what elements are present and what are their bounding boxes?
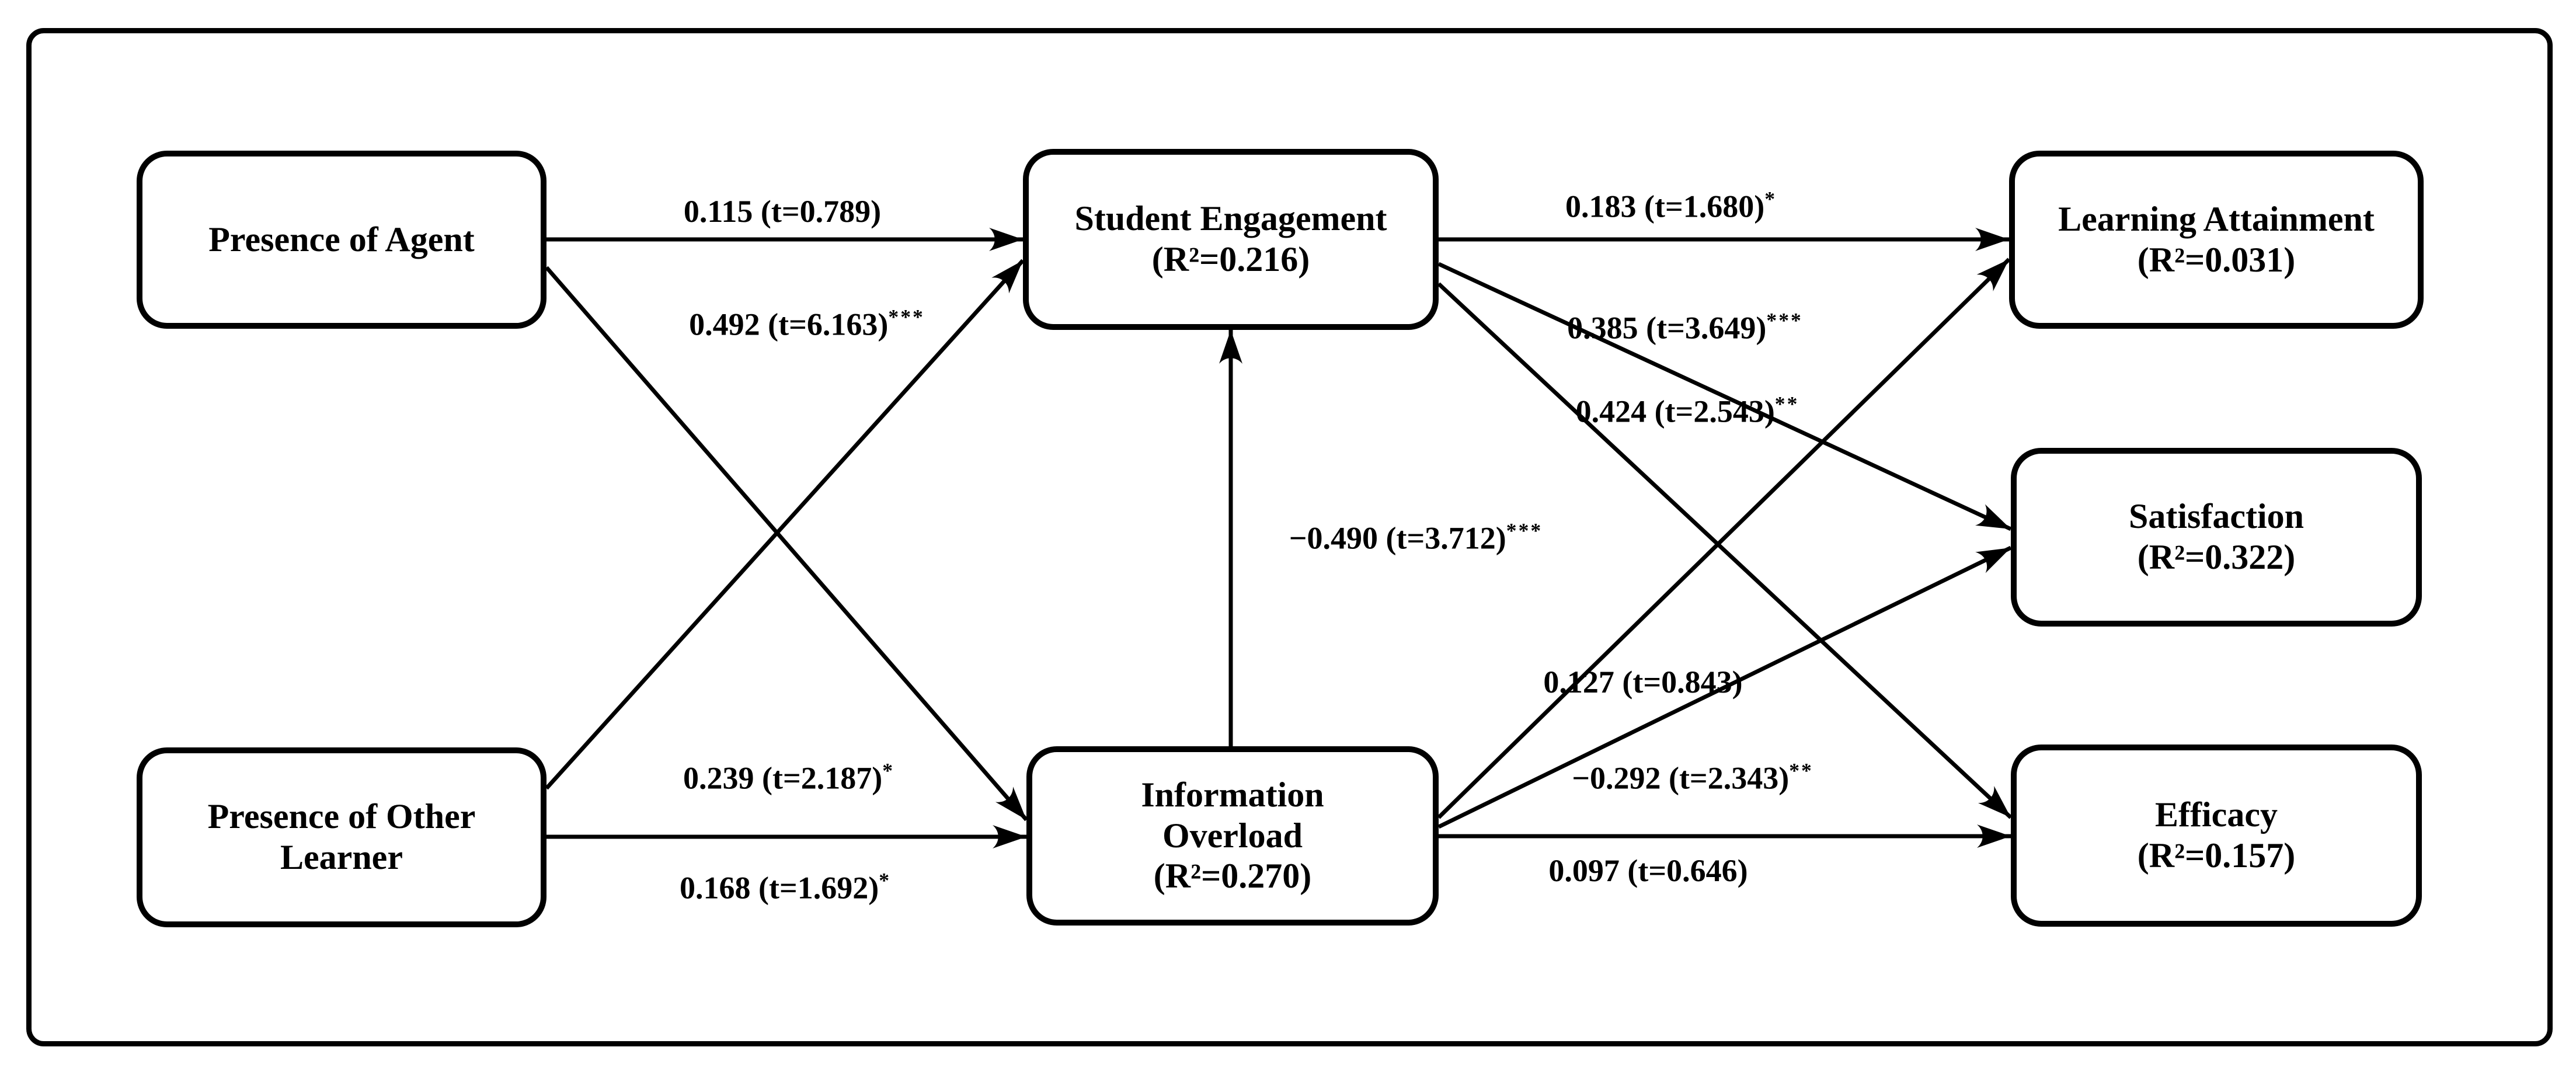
significance-stars: * <box>1764 187 1777 211</box>
coefficient-text: −0.292 (t=2.343) <box>1572 760 1790 796</box>
path-coefficient-information-overload-to-efficacy: 0.097 (t=0.646) <box>1548 853 1747 889</box>
coefficient-text: 0.168 (t=1.692) <box>679 870 879 906</box>
node-label-line: (R²=0.157) <box>2137 836 2296 875</box>
coefficient-text: 0.115 (t=0.789) <box>683 194 882 229</box>
coefficient-text: 0.492 (t=6.163) <box>689 307 889 342</box>
significance-stars: ** <box>1789 759 1813 782</box>
node-satisfaction: Satisfaction(R²=0.322) <box>2011 448 2422 627</box>
significance-stars: *** <box>1506 519 1543 542</box>
node-label-line: Overload <box>1162 816 1303 855</box>
coefficient-text: 0.127 (t=0.843) <box>1543 665 1743 700</box>
node-efficacy: Efficacy(R²=0.157) <box>2011 745 2422 927</box>
path-coefficient-presence-of-other-learner-to-student-engagement: 0.239 (t=2.187)* <box>683 759 894 796</box>
path-arrow-student-engagement-to-satisfaction <box>1437 262 2012 531</box>
coefficient-text: 0.385 (t=3.649) <box>1567 310 1767 346</box>
path-coefficient-student-engagement-to-learning-attainment: 0.183 (t=1.680)* <box>1565 187 1777 225</box>
path-arrow-presence-of-agent-to-information-overload <box>545 266 1028 822</box>
coefficient-text: 0.183 (t=1.680) <box>1565 189 1765 224</box>
node-label-line: Presence of Agent <box>208 220 475 259</box>
path-coefficient-presence-of-agent-to-information-overload: 0.492 (t=6.163)*** <box>689 305 925 343</box>
path-coefficient-information-overload-to-student-engagement: −0.490 (t=3.712)*** <box>1289 519 1543 556</box>
node-label-line: Presence of Other <box>207 797 476 836</box>
path-arrow-presence-of-other-learner-to-student-engagement <box>545 259 1025 790</box>
coefficient-text: 0.239 (t=2.187) <box>683 760 883 796</box>
diagram-outer-frame <box>26 28 2553 1046</box>
node-presence-of-agent: Presence of Agent <box>137 151 546 329</box>
node-label-line: Learner <box>280 838 403 876</box>
significance-stars: * <box>879 868 892 892</box>
node-label-line: (R²=0.322) <box>2137 538 2296 576</box>
node-label-line: Efficacy <box>2155 795 2278 834</box>
node-label-line: Student Engagement <box>1074 199 1387 238</box>
node-label-line: Learning Attainment <box>2058 199 2375 238</box>
path-arrow-information-overload-to-satisfaction <box>1437 545 2012 829</box>
path-coefficient-presence-of-other-learner-to-information-overload: 0.168 (t=1.692)* <box>680 868 891 906</box>
node-label-line: (R²=0.216) <box>1151 240 1310 279</box>
path-coefficient-presence-of-agent-to-student-engagement: 0.115 (t=0.789) <box>684 193 881 229</box>
significance-stars: *** <box>1766 308 1803 332</box>
path-coefficient-information-overload-to-learning-attainment: 0.127 (t=0.843) <box>1543 664 1742 700</box>
coefficient-text: −0.490 (t=3.712) <box>1289 520 1506 556</box>
path-coefficient-student-engagement-to-satisfaction: 0.385 (t=3.649)*** <box>1567 308 1803 346</box>
significance-stars: ** <box>1774 392 1799 416</box>
coefficient-text: 0.097 (t=0.646) <box>1548 853 1748 888</box>
node-label-line: (R²=0.031) <box>2137 240 2296 279</box>
node-label-line: (R²=0.270) <box>1153 857 1312 896</box>
path-coefficient-information-overload-to-satisfaction: −0.292 (t=2.343)** <box>1572 759 1813 796</box>
path-arrow-information-overload-to-learning-attainment <box>1437 258 2011 819</box>
coefficient-text: 0.424 (t=2.543) <box>1575 394 1775 429</box>
node-label-line: Information <box>1141 775 1324 815</box>
node-student-engagement: Student Engagement(R²=0.216) <box>1023 149 1439 330</box>
path-arrow-student-engagement-to-efficacy <box>1437 282 2013 819</box>
node-learning-attainment: Learning Attainment(R²=0.031) <box>2009 151 2424 329</box>
path-coefficient-student-engagement-to-efficacy: 0.424 (t=2.543)** <box>1576 392 1799 430</box>
node-label-line: Satisfaction <box>2129 497 2304 536</box>
significance-stars: *** <box>888 305 925 329</box>
significance-stars: * <box>882 759 895 782</box>
